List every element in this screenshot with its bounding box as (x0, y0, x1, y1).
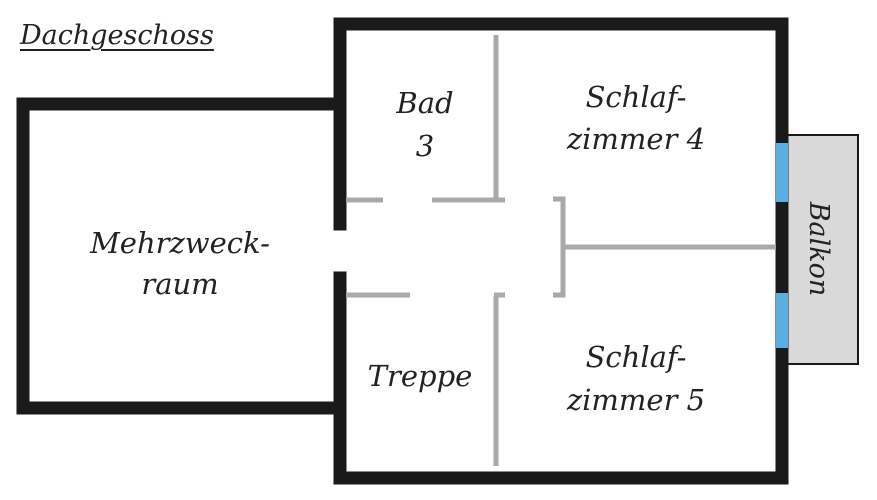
room-label-mehrzweckraum: Mehrzweck- raum (89, 226, 270, 301)
room-label-schlafzimmer-4-line1: Schlaf- (586, 80, 687, 114)
room-label-mehrzweckraum-line1: Mehrzweck- (89, 226, 270, 260)
room-label-balkon-line1: Balkon (803, 201, 834, 297)
room-label-schlafzimmer-4-line2: zimmer 4 (566, 122, 705, 156)
room-label-schlafzimmer-5-line2: zimmer 5 (566, 383, 705, 417)
outer-walls (16, 17, 789, 485)
room-label-bad-line2: 3 (416, 129, 434, 163)
room-label-mehrzweckraum-line2: raum (141, 267, 218, 301)
floor-title: Dachgeschoss (20, 20, 214, 51)
window-schlafzimmer-4 (776, 143, 788, 202)
room-label-balkon: Balkon (803, 201, 834, 297)
room-label-bad: Bad 3 (395, 86, 453, 163)
balcony-area (780, 134, 859, 365)
room-label-schlafzimmer-5-line1: Schlaf- (586, 340, 687, 374)
room-label-bad-line1: Bad (395, 86, 453, 120)
room-label-treppe: Treppe (368, 359, 473, 393)
window-schlafzimmer-5 (776, 293, 788, 348)
room-label-schlafzimmer-4: Schlaf- zimmer 4 (566, 80, 705, 156)
room-label-treppe-line1: Treppe (368, 359, 473, 393)
room-label-schlafzimmer-5: Schlaf- zimmer 5 (566, 340, 705, 417)
inner-walls (346, 35, 776, 466)
